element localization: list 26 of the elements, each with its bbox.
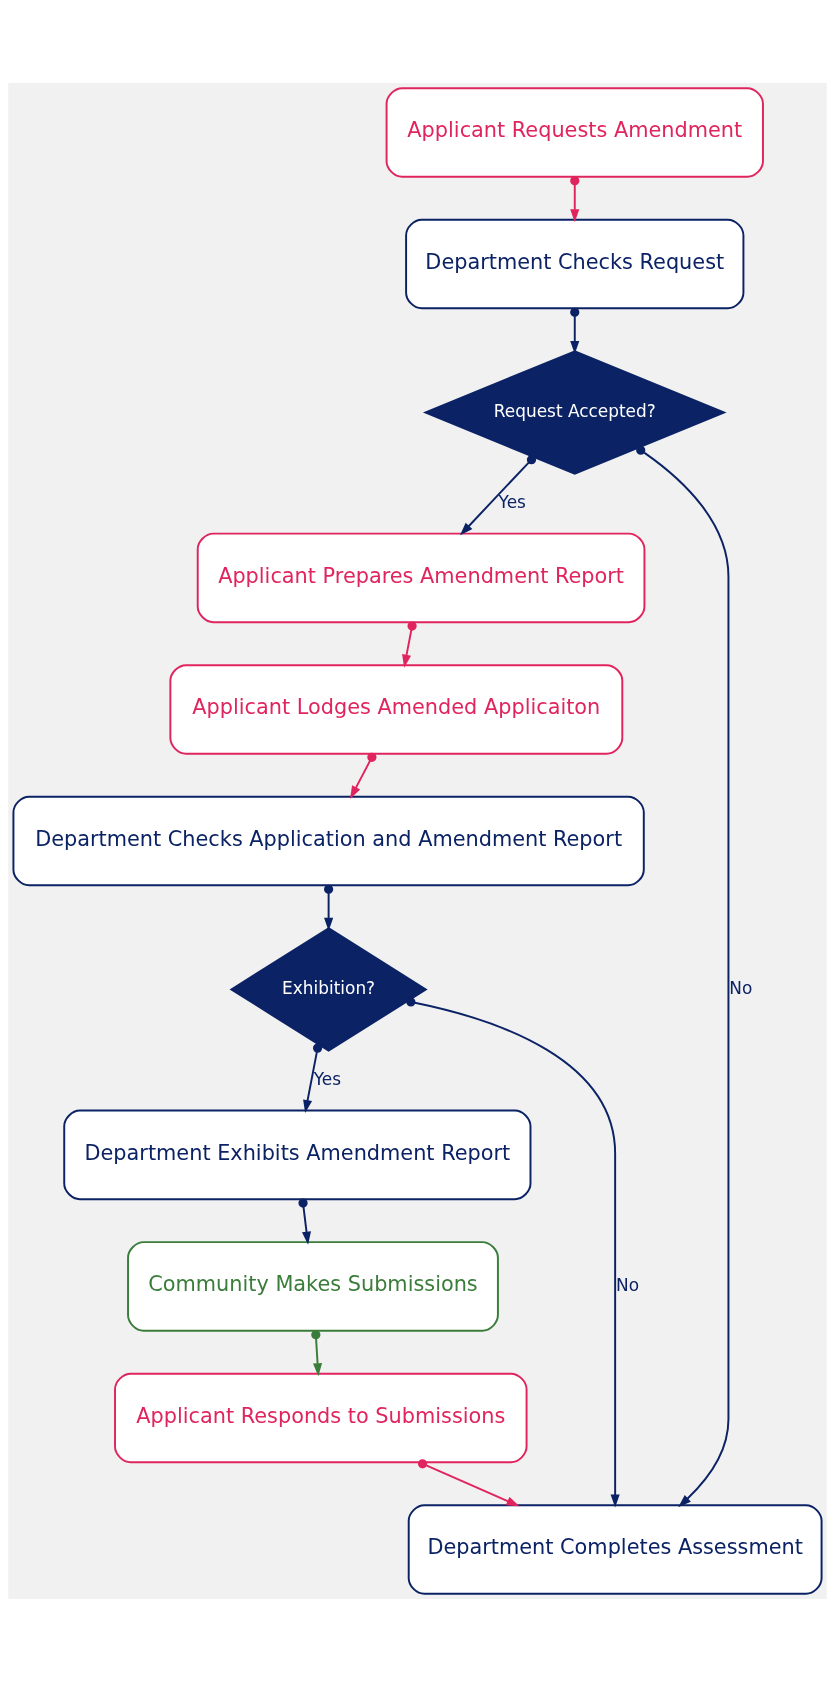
edge-label: No: [729, 977, 753, 998]
arrow: [460, 454, 537, 535]
node-box: Applicant Prepares Amendment Report: [196, 532, 646, 623]
arrow: [350, 752, 377, 799]
node-box: Department Checks Application and Amendment Report: [12, 795, 645, 886]
edge-label: Yes: [498, 491, 526, 512]
edge-label: No: [616, 1274, 640, 1295]
arrow: [324, 884, 334, 931]
node-box: Applicant Lodges Amended Applicaiton: [169, 663, 624, 755]
arrow: [636, 445, 730, 1507]
node-diamond: Request Accepted?: [422, 349, 727, 475]
arrow: [570, 307, 580, 354]
node-box: Applicant Responds to Submissions: [114, 1372, 528, 1463]
arrow: [311, 1329, 323, 1376]
node-box: Community Makes Submissions: [127, 1240, 499, 1332]
arrow: [298, 1197, 312, 1245]
edge-label: Yes: [313, 1068, 341, 1089]
node-box: Department Exhibits Amendment Report: [63, 1109, 532, 1200]
node-box: Department Checks Request: [405, 218, 745, 309]
arrow: [417, 1458, 520, 1506]
arrow: [303, 1043, 323, 1113]
arrow: [402, 620, 417, 668]
node-box: Applicant Requests Amendment: [385, 86, 764, 178]
node-box: Department Completes Assessment: [407, 1503, 823, 1595]
arrow: [406, 996, 620, 1508]
arrow: [570, 175, 580, 222]
